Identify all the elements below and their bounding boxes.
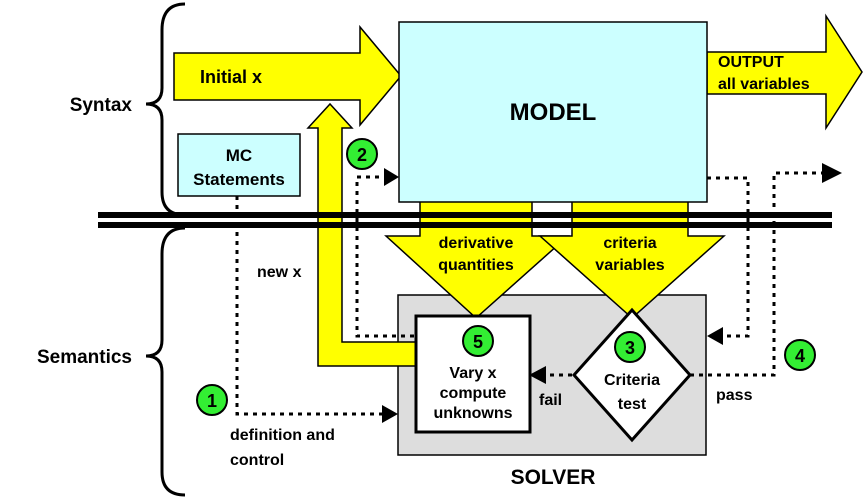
initial-x-label: Initial x — [200, 67, 262, 87]
definition-label-line1: definition and — [230, 427, 335, 444]
step-3-number: 3 — [625, 338, 635, 358]
vary-x-label-line1: Vary x — [449, 365, 496, 382]
mc-label-line1: MC — [226, 146, 252, 165]
divider-bar-top — [98, 212, 832, 218]
new-x-label: new x — [257, 264, 302, 281]
step-2-badge — [346, 138, 378, 170]
mc-label-line2: Statements — [193, 170, 285, 189]
derivative-label-line1: derivative — [439, 235, 514, 252]
step-1-number: 1 — [207, 391, 217, 411]
model-to-test-arrowhead — [707, 327, 723, 345]
syntax-label: Syntax — [70, 95, 133, 116]
divider-bar-bottom — [98, 222, 832, 228]
vary-x-label-line2: compute — [440, 385, 507, 402]
semantics-brace — [145, 226, 186, 497]
definition-control-line — [235, 196, 384, 416]
step-4-number: 4 — [795, 346, 805, 366]
criteria-vars-label-line2: variables — [595, 257, 664, 274]
criteria-test-diamond — [571, 307, 693, 443]
model-box — [398, 21, 708, 203]
criteria-test-label-line2: test — [618, 396, 647, 413]
initial-x-arrow — [173, 24, 402, 128]
pass-arrowhead — [822, 163, 842, 183]
step-5-badge — [462, 325, 494, 357]
output-arrow — [706, 13, 863, 131]
step-3-badge — [614, 331, 646, 363]
definition-arrowhead — [382, 405, 398, 423]
step-1-badge — [196, 384, 228, 416]
step-5-number: 5 — [473, 332, 483, 352]
step-2-number: 2 — [357, 145, 367, 165]
criteria-vars-label-line1: criteria — [603, 235, 656, 252]
model-label: MODEL — [510, 99, 597, 126]
solver-label: SOLVER — [511, 466, 596, 489]
syntax-brace — [145, 2, 186, 217]
fail-arrowhead — [529, 366, 546, 384]
output-label-line2: all variables — [718, 76, 810, 93]
model-feedback-arrowhead — [384, 168, 399, 186]
derivative-quantities-arrow — [384, 199, 570, 320]
pass-line — [690, 171, 822, 377]
derivative-label-line2: quantities — [438, 257, 514, 274]
definition-label-line2: control — [230, 452, 284, 469]
step-4-badge — [784, 339, 816, 371]
criteria-variables-arrow — [538, 199, 726, 320]
pass-label: pass — [716, 387, 753, 404]
criteria-test-label-line1: Criteria — [604, 372, 660, 389]
model-to-test-line — [707, 176, 750, 338]
new-x-feedback-arrow — [306, 102, 417, 367]
mc-statements-box — [177, 133, 301, 197]
model-feedback-line — [355, 175, 414, 338]
vary-x-label-line3: unknowns — [433, 405, 512, 422]
output-label-line1: OUTPUT — [718, 54, 784, 71]
semantics-label: Semantics — [37, 347, 132, 368]
fail-label: fail — [539, 392, 562, 409]
